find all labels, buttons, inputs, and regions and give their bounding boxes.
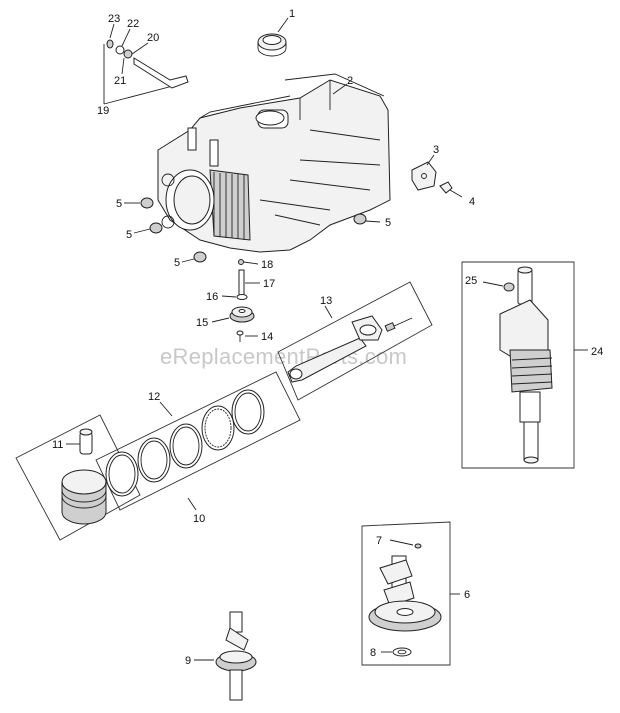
part-breather-tube[interactable]: [133, 57, 189, 89]
label-13: 13: [320, 295, 332, 307]
label-3: 3: [433, 144, 439, 156]
label-6: 6: [464, 589, 470, 601]
label-2: 2: [347, 75, 353, 87]
box-crankshaft: [461, 261, 575, 469]
part-pin-14[interactable]: [236, 330, 244, 342]
part-ball[interactable]: [238, 259, 244, 265]
part-oil-seal[interactable]: [257, 33, 287, 57]
box-camshaft: [361, 521, 451, 666]
part-balance-shaft[interactable]: [215, 611, 257, 701]
label-5d: 5: [174, 257, 180, 269]
box-piston-assembly: [15, 414, 141, 541]
label-9: 9: [185, 655, 191, 667]
part-plug-c[interactable]: [353, 213, 367, 225]
part-crankshaft[interactable]: [499, 266, 553, 464]
part-plug-a[interactable]: [140, 197, 154, 209]
part-camshaft[interactable]: [368, 555, 442, 632]
label-17: 17: [263, 278, 275, 290]
label-22: 22: [127, 18, 139, 30]
part-washer-8[interactable]: [392, 647, 412, 657]
label-5a: 5: [116, 198, 122, 210]
label-10: 10: [193, 513, 205, 525]
label-12: 12: [148, 391, 160, 403]
part-pin-7[interactable]: [414, 543, 422, 549]
label-5b: 5: [126, 229, 132, 241]
box-piston-rings: [95, 371, 301, 511]
label-7: 7: [376, 535, 382, 547]
part-governor-gear[interactable]: [229, 306, 255, 323]
label-5c: 5: [385, 217, 391, 229]
part-plug-b[interactable]: [149, 222, 163, 234]
part-bolt-4[interactable]: [439, 181, 463, 198]
part-piston[interactable]: [61, 469, 107, 525]
label-14: 14: [261, 331, 273, 343]
part-breather-fittings[interactable]: [106, 39, 133, 59]
label-1: 1: [289, 8, 295, 20]
label-24: 24: [591, 346, 603, 358]
part-shaft-17[interactable]: [238, 269, 245, 297]
part-piston-pin[interactable]: [79, 428, 93, 455]
box-breather: [103, 44, 189, 105]
part-plug-d[interactable]: [193, 251, 207, 263]
part-washer-16[interactable]: [236, 294, 248, 300]
part-bracket[interactable]: [411, 161, 437, 191]
label-8: 8: [370, 647, 376, 659]
label-23: 23: [108, 13, 120, 25]
label-21: 21: [114, 75, 126, 87]
part-crankcase[interactable]: [157, 73, 391, 253]
box-connecting-rod: [277, 281, 433, 401]
label-15: 15: [196, 317, 208, 329]
label-11: 11: [52, 439, 63, 451]
part-connecting-rod[interactable]: [287, 315, 413, 383]
label-4: 4: [469, 196, 475, 208]
label-18: 18: [261, 259, 273, 271]
part-key-25[interactable]: [503, 282, 515, 292]
label-16: 16: [206, 291, 218, 303]
label-19: 19: [97, 105, 109, 117]
label-25: 25: [465, 275, 477, 287]
label-20: 20: [147, 32, 159, 44]
part-piston-rings[interactable]: [105, 389, 265, 497]
